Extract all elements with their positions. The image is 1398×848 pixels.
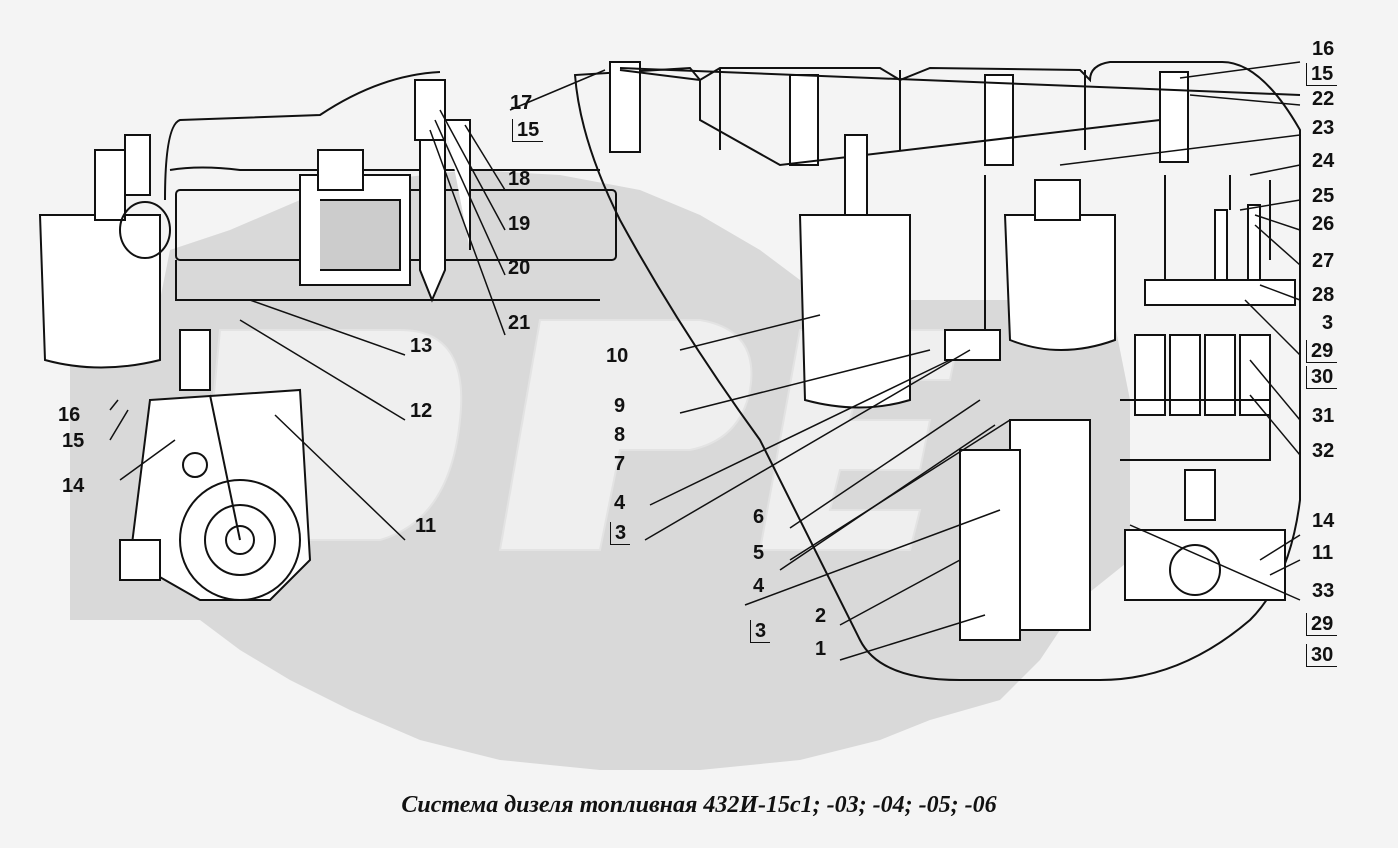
leader-lines: [109, 61, 1301, 661]
callout-12: 12: [410, 400, 433, 422]
callout-7: 7: [614, 453, 626, 475]
callout-16-left: 16: [58, 404, 81, 426]
callout-27: 27: [1312, 250, 1335, 272]
coarse-fuel-filter: [38, 134, 171, 369]
callout-20: 20: [508, 257, 531, 279]
injectors-row: [164, 61, 1301, 201]
callout-5: 5: [753, 542, 765, 564]
callout-30-right: 30: [1306, 366, 1338, 389]
callout-15-right: 15: [1306, 63, 1338, 86]
callout-24: 24: [1312, 150, 1335, 172]
callout-10: 10: [606, 345, 629, 367]
callout-16-right: 16: [1312, 38, 1335, 60]
callout-14-right: 14: [1312, 510, 1335, 532]
callout-22: 22: [1312, 88, 1335, 110]
callout-19: 19: [508, 213, 531, 235]
fine-fuel-filters: [798, 134, 1116, 409]
callout-31: 31: [1312, 405, 1335, 427]
callout-33: 33: [1312, 580, 1335, 602]
callout-14-left: 14: [62, 475, 85, 497]
injector-cutaway: [299, 79, 471, 303]
watermark-letters: [198, 319, 962, 551]
callout-3-right: 3: [1322, 312, 1334, 334]
callout-3-left: 3: [610, 522, 631, 545]
callout-15-left: 15: [62, 430, 85, 452]
callout-28: 28: [1312, 284, 1335, 306]
callout-1: 1: [815, 638, 827, 660]
callout-11-left: 11: [415, 515, 437, 537]
callout-3-mid: 3: [750, 620, 771, 643]
manifold-and-pump: [944, 175, 1296, 641]
callout-29-right: 29: [1306, 340, 1338, 363]
callout-4-left: 4: [614, 492, 626, 514]
callout-21: 21: [508, 312, 531, 334]
callout-11-right: 11: [1312, 542, 1334, 564]
callout-23: 23: [1312, 117, 1335, 139]
callout-13: 13: [410, 335, 433, 357]
callout-25: 25: [1312, 185, 1335, 207]
callout-4-mid: 4: [753, 575, 765, 597]
callout-2: 2: [815, 605, 827, 627]
callout-15-mid: 15: [512, 119, 544, 142]
callout-30-bottom: 30: [1306, 644, 1338, 667]
callout-6: 6: [753, 506, 765, 528]
callout-18: 18: [508, 168, 531, 190]
callout-17: 17: [510, 92, 533, 114]
diagram-caption: Система дизеля топливная 432И-15с1; -03;…: [401, 792, 997, 818]
callout-8: 8: [614, 424, 626, 446]
callout-26: 26: [1312, 213, 1335, 235]
callout-9: 9: [614, 395, 626, 417]
callout-29-bottom: 29: [1306, 613, 1338, 636]
fuel-pump-left: [119, 329, 312, 601]
callout-32: 32: [1312, 440, 1335, 462]
